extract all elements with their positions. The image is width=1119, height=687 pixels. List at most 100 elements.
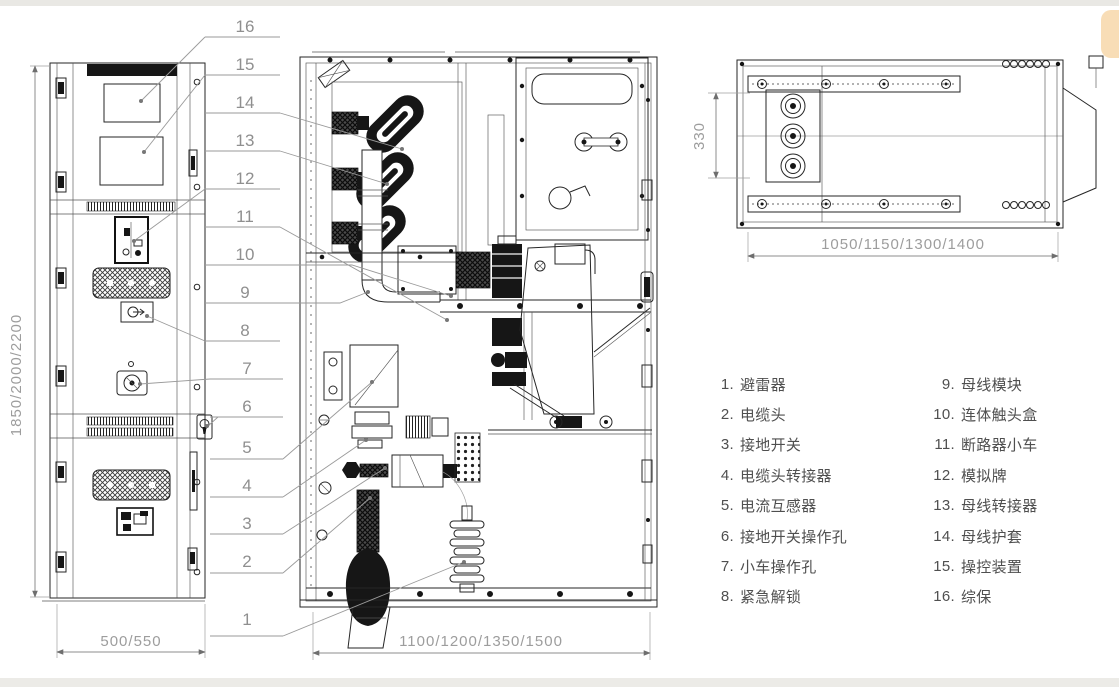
mesh-vent-lower (92, 469, 171, 501)
legend-label: 母线转接器 (961, 498, 1038, 516)
mid-rail (440, 299, 651, 313)
legend-label: 综保 (961, 589, 992, 607)
front-view (42, 62, 213, 602)
front-top-strip (87, 64, 177, 76)
protection-window (103, 83, 161, 123)
surge-arrester (442, 471, 485, 593)
legend-number: 8. (720, 588, 734, 606)
callout-1: 1 (242, 610, 251, 629)
legend-label: 避雷器 (740, 376, 786, 394)
callout-5: 5 (242, 438, 251, 457)
vent-slot-strip (86, 201, 176, 212)
cable-head-adapter (351, 411, 449, 449)
top-width-label: 1050/1150/1300/1400 (821, 236, 985, 253)
legend-number: 14. (933, 527, 955, 545)
perforated-link (454, 432, 481, 483)
front-width-label: 500/550 (100, 633, 161, 650)
legend-item-5: 5.电流互感器 (712, 491, 847, 521)
legend-item-12: 12. 模拟牌 (925, 460, 1038, 490)
bushings (765, 89, 821, 183)
lv-compartment (515, 57, 649, 241)
legend-label: 电缆头转接器 (740, 467, 832, 485)
legend-column-left: 1. 避雷器 2. 电缆头 3.接地开关 4. 电缆头转接器 5.电流互感器 6. 接地… (712, 369, 847, 612)
legend-number: 6. (720, 527, 734, 545)
legend-number: 2. (720, 406, 734, 424)
mimic-board (114, 216, 149, 264)
vent-strip-2 (86, 427, 174, 437)
trolley-knob (116, 361, 148, 396)
front-height-dimension: 1850/2000/2200 (8, 65, 50, 598)
top-edge-strip (0, 0, 1119, 6)
legend-number: 12. (933, 466, 955, 484)
legend-number: 9. (941, 375, 955, 393)
door-hinges (55, 77, 67, 573)
callout-9: 9 (240, 283, 249, 302)
rear-flap (1062, 55, 1104, 203)
legend-label: 模拟牌 (961, 467, 1007, 485)
legend-label: 断路器小车 (961, 437, 1038, 455)
front-width-dimension: 500/550 (56, 604, 206, 658)
legend-item-16: 16. 综保 (925, 582, 1038, 612)
legend-number: 3. (720, 436, 734, 454)
front-height-label: 1850/2000/2200 (8, 314, 25, 436)
legend-item-7: 7. 小车操作孔 (712, 551, 847, 581)
legend-number: 15. (933, 558, 955, 576)
callout-10: 10 (236, 245, 255, 264)
section-view (299, 51, 658, 649)
vent-strip-1 (86, 416, 174, 426)
legend-item-6: 6. 接地开关操作孔 (712, 521, 847, 551)
callouts: 16 15 14 13 12 11 10 9 8 7 6 5 4 (132, 17, 466, 637)
legend-column-right: 9. 母线模块 10.连体触头盒 11.断路器小车 12. 模拟牌 13. 母线转接器… (925, 369, 1038, 612)
legend-item-14: 14.母线护套 (925, 521, 1038, 551)
legend-item-11: 11.断路器小车 (925, 430, 1038, 460)
callout-15: 15 (236, 55, 255, 74)
legend-number: 4. (720, 466, 734, 484)
legend-label: 接地开关操作孔 (740, 528, 848, 546)
legend-item-15: 15. 操控装置 (925, 551, 1038, 581)
cable-head (345, 489, 391, 649)
legend-number: 16. (933, 588, 955, 606)
legend-item-3: 3.接地开关 (712, 430, 847, 460)
breaker-mechanism (491, 318, 582, 428)
legend-number: 5. (720, 497, 734, 515)
current-transformer (323, 344, 399, 408)
section-width-label: 1100/1200/1350/1500 (399, 633, 563, 650)
callout-13: 13 (236, 131, 255, 150)
callout-12: 12 (236, 169, 255, 188)
legend-label: 母线模块 (961, 376, 1023, 394)
legend-number: 7. (720, 558, 734, 576)
legend-number: 13. (933, 497, 955, 515)
lower-control-panel (116, 507, 154, 536)
wall-bolts (316, 414, 332, 541)
callout-6: 6 (242, 397, 251, 416)
legend-item-8: 8.紧急解锁 (712, 582, 847, 612)
legend-number: 1. (720, 375, 734, 393)
top-depth-label: 330 (691, 122, 708, 150)
top-rail-bolts (327, 57, 633, 63)
legend-item-4: 4. 电缆头转接器 (712, 460, 847, 490)
top-view (736, 55, 1104, 229)
legend-item-10: 10.连体触头盒 (925, 399, 1038, 429)
legend-item-13: 13. 母线转接器 (925, 491, 1038, 521)
legend-label: 操控装置 (961, 559, 1023, 577)
corner-accent (1101, 10, 1119, 58)
legend-item-1: 1. 避雷器 (712, 369, 847, 399)
grounding-switch (342, 454, 457, 488)
top-depth-dimension: 330 (691, 92, 750, 179)
breaker-trolley (488, 244, 652, 435)
corner-brace (317, 59, 351, 89)
callout-2: 2 (242, 552, 251, 571)
rear-wall (640, 63, 654, 601)
bottom-edge-strip (0, 678, 1119, 687)
callout-14: 14 (236, 93, 255, 112)
legend-item-9: 9. 母线模块 (925, 369, 1038, 399)
contact-box-assembly (397, 235, 522, 298)
section-width-dimension: 1100/1200/1350/1500 (312, 612, 651, 660)
emergency-unlock-panel (120, 301, 154, 323)
top-width-dimension: 1050/1150/1300/1400 (747, 232, 1059, 262)
callout-3: 3 (242, 514, 251, 533)
legend-label: 电缆头 (740, 407, 786, 425)
legend-label: 小车操作孔 (740, 559, 817, 577)
